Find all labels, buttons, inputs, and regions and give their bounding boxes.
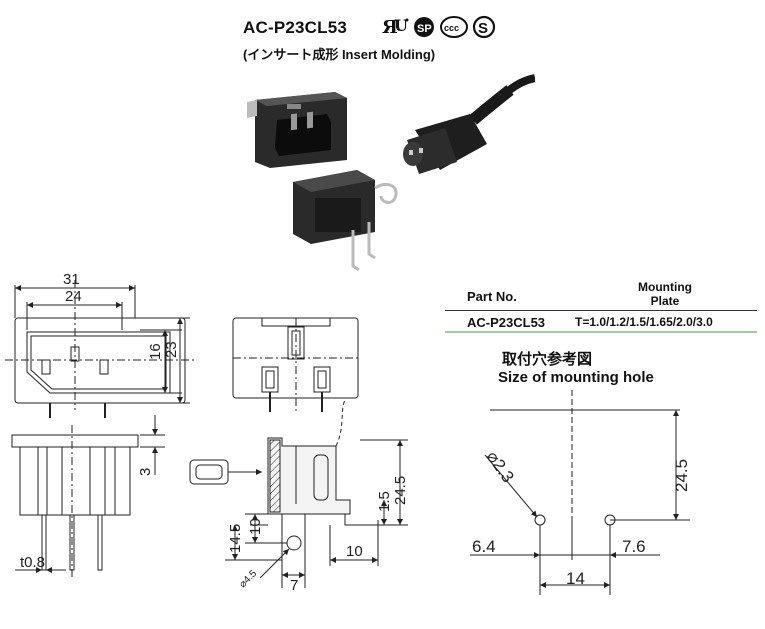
cord-connector-illustration <box>403 74 535 174</box>
product-photo <box>247 74 535 272</box>
spec-table-header: Part No. Mounting Plate <box>445 278 757 311</box>
dim-offset: 7 <box>290 577 298 594</box>
mounting-hole-title-ja: 取付穴参考図 <box>502 350 593 368</box>
dim-pin-hole: ⌀4.5 <box>237 568 259 590</box>
dim-pin-length: 10 <box>346 543 363 560</box>
dim-pin-gap: 10 <box>247 518 264 535</box>
col-mounting-plate: Mounting Plate <box>585 280 745 308</box>
side-view-drawing <box>189 399 408 588</box>
model-title: AC-P23CL53 <box>243 18 348 37</box>
certification-marks: Я U SP ccc S <box>382 15 496 39</box>
dim-pin-drop: 14.5 <box>227 524 244 553</box>
svg-text:U: U <box>394 16 408 35</box>
svg-text:S: S <box>478 20 488 37</box>
molding-subtitle: (インサート成形 Insert Molding) <box>243 47 436 62</box>
dim-inner-width: 24 <box>65 288 82 305</box>
hole-dim-height: 24.5 <box>672 459 691 492</box>
hole-dim-right: 7.6 <box>622 537 646 556</box>
col-mounting-plate-line2: Plate <box>650 294 680 308</box>
cell-part: AC-P23CL53 <box>467 315 546 330</box>
dim-depth: 3 <box>137 468 154 476</box>
dim-pin-offset: 1.5 <box>376 491 393 512</box>
bottom-view-drawing <box>11 415 165 580</box>
dim-outer-height: 23 <box>163 341 180 358</box>
svg-text:SP: SP <box>417 23 432 35</box>
table-row: AC-P23CL53 T=1.0/1.2/1.5/1.65/2.0/3.0 <box>445 311 757 333</box>
rear-view-drawing <box>232 317 359 412</box>
col-mounting-plate-line1: Mounting <box>638 280 692 294</box>
hole-dim-diameter: ⌀2.3 <box>483 447 518 486</box>
mounting-hole-drawing <box>470 390 690 595</box>
ul-recognized-mark-icon: Я U <box>382 16 409 38</box>
spec-table: Part No. Mounting Plate AC-P23CL53 T=1.0… <box>445 278 757 333</box>
ccc-mark-icon: ccc <box>440 16 468 38</box>
inlet-rear-illustration <box>293 170 398 272</box>
csa-mark-icon: SP <box>414 17 434 37</box>
col-part-no: Part No. <box>467 289 517 304</box>
inlet-front-illustration <box>247 92 347 168</box>
svg-text:Я: Я <box>382 17 398 38</box>
front-view-drawing <box>5 280 195 418</box>
dim-thickness: t0.8 <box>20 554 45 571</box>
dim-outer-width: 31 <box>63 271 80 288</box>
svg-text:ccc: ccc <box>444 23 459 33</box>
hole-dim-width: 14 <box>566 569 585 588</box>
cell-plate: T=1.0/1.2/1.5/1.65/2.0/3.0 <box>575 315 713 329</box>
s-mark-icon: S <box>472 15 496 39</box>
mounting-hole-title-en: Size of mounting hole <box>498 369 654 386</box>
hole-dim-left: 6.4 <box>472 537 496 556</box>
dim-inner-height: 16 <box>147 343 164 360</box>
dim-side-height: 24.5 <box>392 476 409 505</box>
